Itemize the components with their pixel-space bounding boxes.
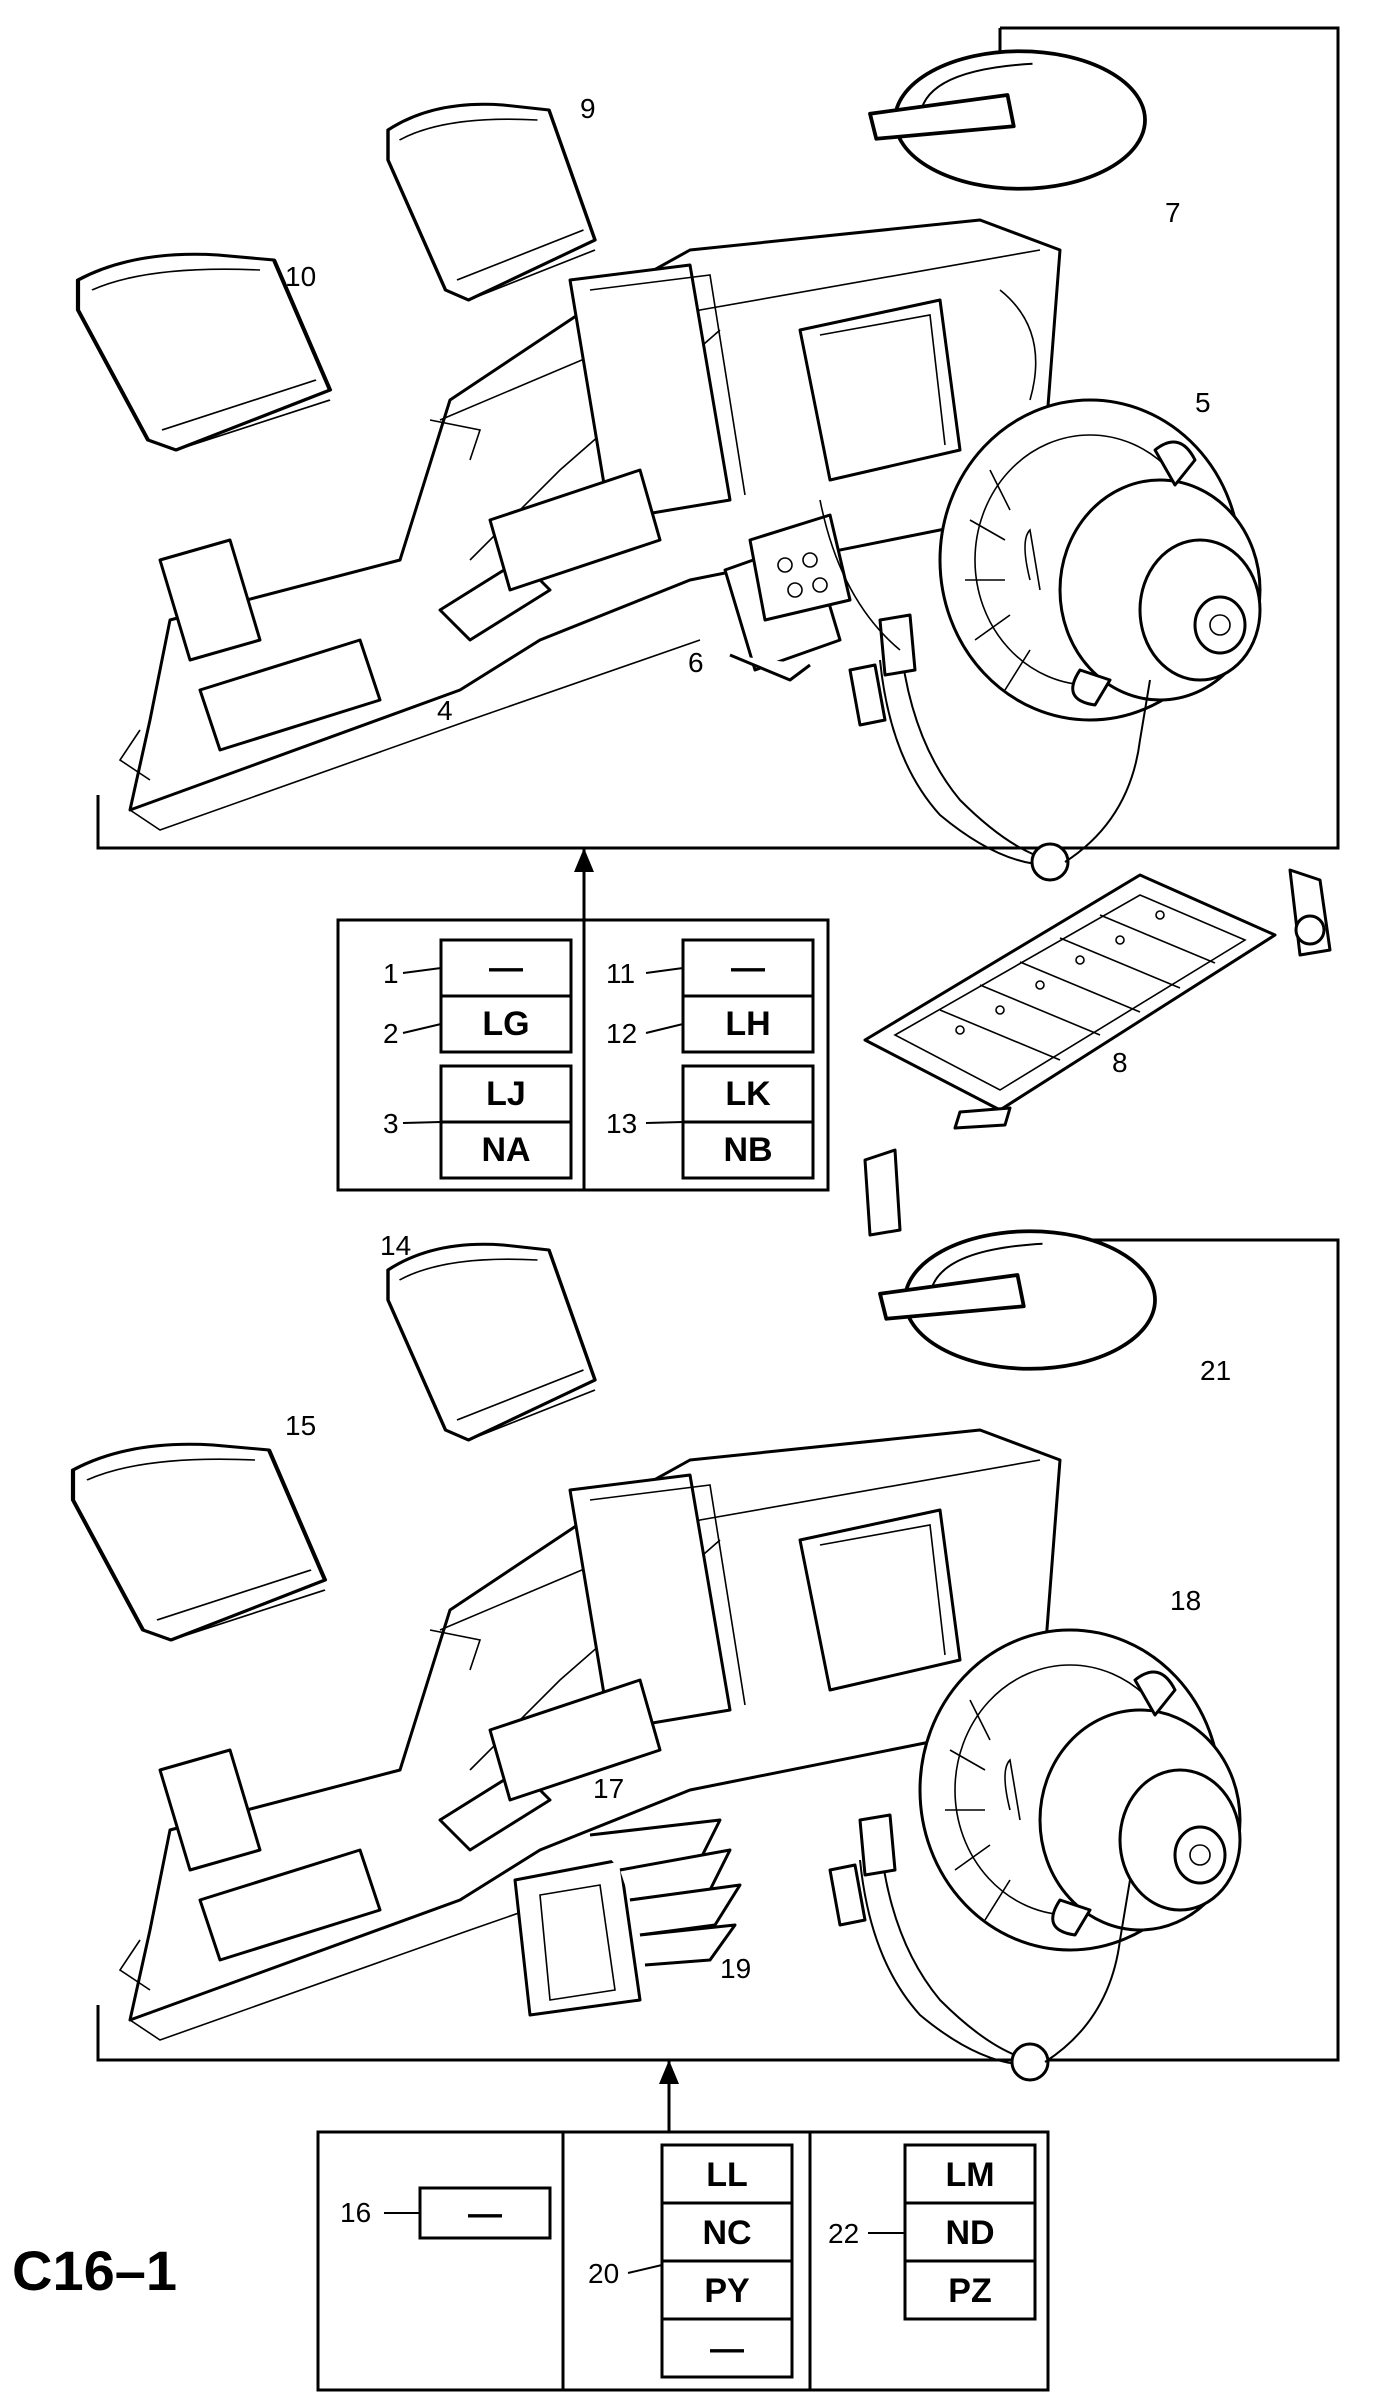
control-knob-7 — [868, 49, 1147, 191]
blower-motor-5 — [938, 398, 1262, 722]
resistor-19 — [513, 1818, 742, 2017]
callout-22: 22 — [828, 2218, 859, 2249]
code-16: — — [468, 2195, 502, 2233]
callout-5: 5 — [1195, 387, 1211, 418]
code-22-3: PZ — [948, 2272, 991, 2310]
callout-1: 1 — [383, 958, 399, 989]
code-right-1: — — [731, 949, 765, 987]
callout-13: 13 — [606, 1108, 637, 1139]
lower-assembly: 14 15 21 18 17 19 — [73, 1229, 1340, 2132]
code-left-4: NA — [481, 1131, 530, 1169]
callout-15: 15 — [285, 1410, 316, 1441]
callout-8: 8 — [1112, 1047, 1128, 1078]
control-knob-21 — [878, 1229, 1157, 1371]
lower-bracket-frame — [96, 1238, 1340, 2062]
air-duct-9 — [386, 102, 597, 302]
code-left-3: LJ — [486, 1075, 526, 1113]
code-20-2: NC — [702, 2214, 751, 2252]
blower-motor-18 — [918, 1628, 1242, 1952]
page-id: C16–1 — [12, 2239, 177, 2302]
flap-8: 8 — [863, 868, 1332, 1237]
callout-9: 9 — [580, 93, 596, 124]
callout-19: 19 — [720, 1953, 751, 1984]
callout-21: 21 — [1200, 1355, 1231, 1386]
arrow-lower — [659, 2060, 679, 2084]
callout-17: 17 — [593, 1773, 624, 1804]
code-20-1: LL — [706, 2156, 748, 2194]
upper-bracket-frame — [96, 26, 1340, 850]
code-right-3: LK — [725, 1075, 771, 1113]
callout-14: 14 — [380, 1230, 411, 1261]
callout-11: 11 — [606, 958, 635, 989]
code-20-4: — — [710, 2330, 744, 2368]
code-22-1: LM — [945, 2156, 994, 2194]
callout-7: 7 — [1165, 197, 1181, 228]
code-22-2: ND — [945, 2214, 994, 2252]
air-duct-15 — [73, 1444, 325, 1640]
code-20-3: PY — [704, 2272, 750, 2310]
resistor-6 — [723, 513, 852, 682]
callout-6: 6 — [688, 647, 704, 678]
code-left-1: — — [489, 949, 523, 987]
lower-code-table: — 16 LL NC PY — 20 LM ND PZ 22 — [316, 2130, 1050, 2392]
air-duct-14 — [386, 1242, 597, 1442]
callout-4: 4 — [437, 695, 453, 726]
code-right-4: NB — [723, 1131, 772, 1169]
callout-18: 18 — [1170, 1585, 1201, 1616]
callout-3: 3 — [383, 1108, 399, 1139]
callout-20: 20 — [588, 2258, 619, 2289]
callout-12: 12 — [606, 1018, 637, 1049]
code-right-2: LH — [725, 1005, 770, 1043]
upper-code-table: — LG LJ NA — LH LK NB 1 2 3 11 12 13 — [336, 918, 830, 1192]
callout-10: 10 — [285, 261, 316, 292]
callout-16: 16 — [340, 2197, 371, 2228]
code-left-2: LG — [482, 1005, 529, 1043]
arrow-upper — [574, 848, 594, 872]
callout-2: 2 — [383, 1018, 399, 1049]
